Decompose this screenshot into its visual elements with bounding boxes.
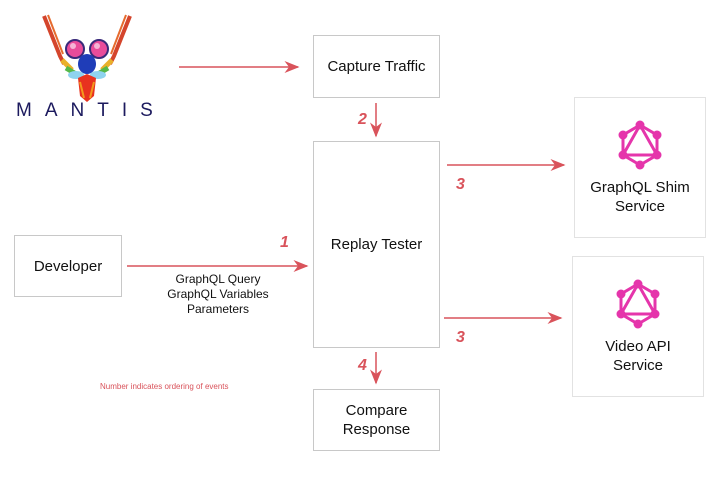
param-graphql-variables: GraphQL Variables [167, 287, 269, 301]
compare-response-label-line1: Compare [345, 402, 408, 419]
step-number-1: 1 [280, 234, 289, 251]
graphql-icon [618, 120, 662, 170]
capture-traffic-node[interactable]: Capture Traffic [313, 35, 440, 98]
video-api-service-node[interactable]: Video API Service [572, 256, 704, 397]
graphql-shim-service-node[interactable]: GraphQL Shim Service [574, 97, 706, 238]
graphql-shim-label-line1: GraphQL Shim [590, 179, 690, 196]
video-api-label-line2: Service [612, 357, 664, 374]
param-parameters: Parameters [186, 302, 250, 316]
graphql-shim-label-line2: Service [614, 198, 666, 215]
developer-label: Developer [33, 257, 103, 275]
developer-request-params: GraphQL Query GraphQL Variables Paramete… [158, 272, 278, 317]
mantis-logo-icon [42, 14, 132, 102]
replay-tester-label: Replay Tester [330, 236, 423, 253]
step-number-4: 4 [358, 357, 367, 374]
step-number-3-video: 3 [456, 329, 465, 346]
developer-node[interactable]: Developer [14, 235, 122, 297]
ordering-note: Number indicates ordering of events [100, 382, 229, 391]
mantis-logo-text: MANTIS [16, 100, 166, 121]
replay-tester-node[interactable]: Replay Tester [313, 141, 440, 348]
compare-response-node[interactable]: Compare Response [313, 389, 440, 451]
graphql-icon [616, 279, 660, 329]
capture-traffic-label: Capture Traffic [327, 58, 426, 75]
param-graphql-query: GraphQL Query [175, 272, 261, 286]
step-number-3-shim: 3 [456, 176, 465, 193]
step-number-2: 2 [358, 111, 367, 128]
compare-response-label-line2: Response [342, 421, 411, 438]
video-api-label-line1: Video API [605, 338, 671, 355]
